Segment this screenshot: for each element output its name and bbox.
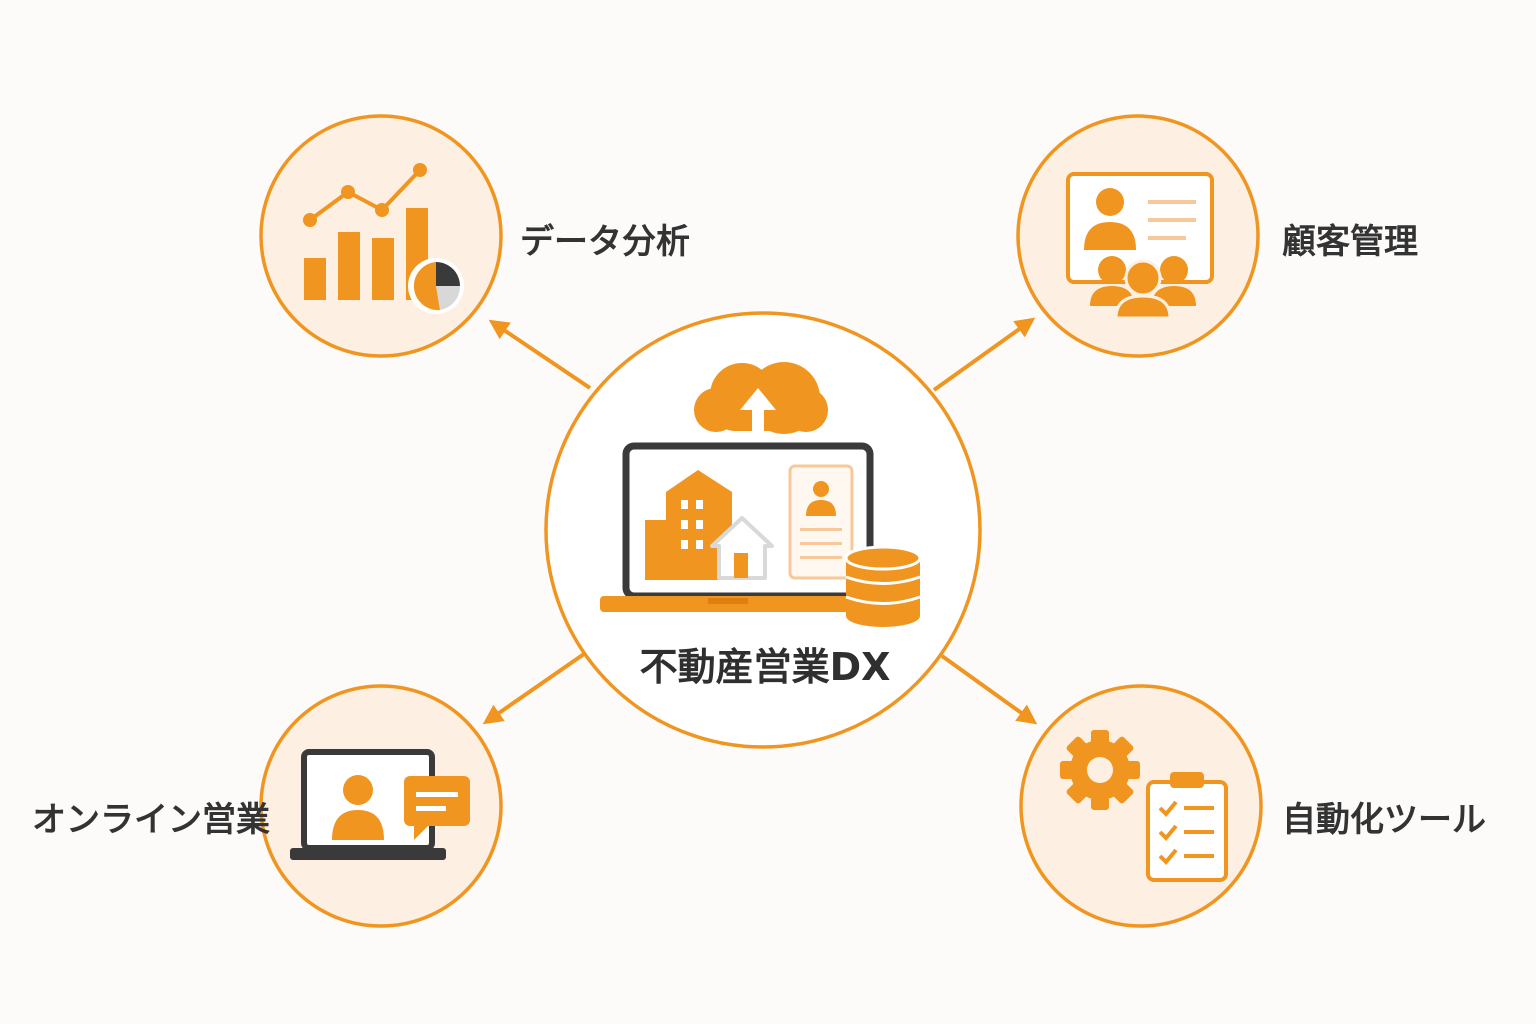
center-hub: [544, 311, 982, 749]
house-icon: [710, 516, 774, 580]
node-automation-tools: [1019, 684, 1263, 928]
buildings-icon: [645, 470, 732, 580]
video-call-icon: [290, 749, 470, 860]
node-customer-management: [1016, 114, 1260, 358]
center-title: 不動産営業DX: [639, 645, 891, 689]
connector-arrows: [482, 317, 1038, 725]
analytics-chart-icon: [303, 163, 464, 314]
label-automation-tools: 自動化ツール: [1282, 800, 1486, 840]
customer-profile-icon: [1066, 172, 1214, 320]
label-customer-management: 顧客管理: [1282, 222, 1418, 262]
database-icon: [844, 545, 922, 627]
gear-checklist-icon: [1060, 730, 1228, 882]
arrow-to-online-sales: [482, 652, 586, 725]
node-data-analysis: [259, 114, 503, 358]
label-online-sales: オンライン営業: [32, 800, 270, 840]
arrow-to-automation-tools: [940, 654, 1038, 725]
node-online-sales: [259, 684, 503, 928]
profile-card-icon: [788, 464, 854, 580]
label-data-analysis: データ分析: [520, 222, 690, 262]
cloud-upload-icon: [694, 362, 828, 435]
arrow-to-data-analysis: [488, 319, 592, 390]
arrow-to-customer-management: [932, 317, 1036, 392]
